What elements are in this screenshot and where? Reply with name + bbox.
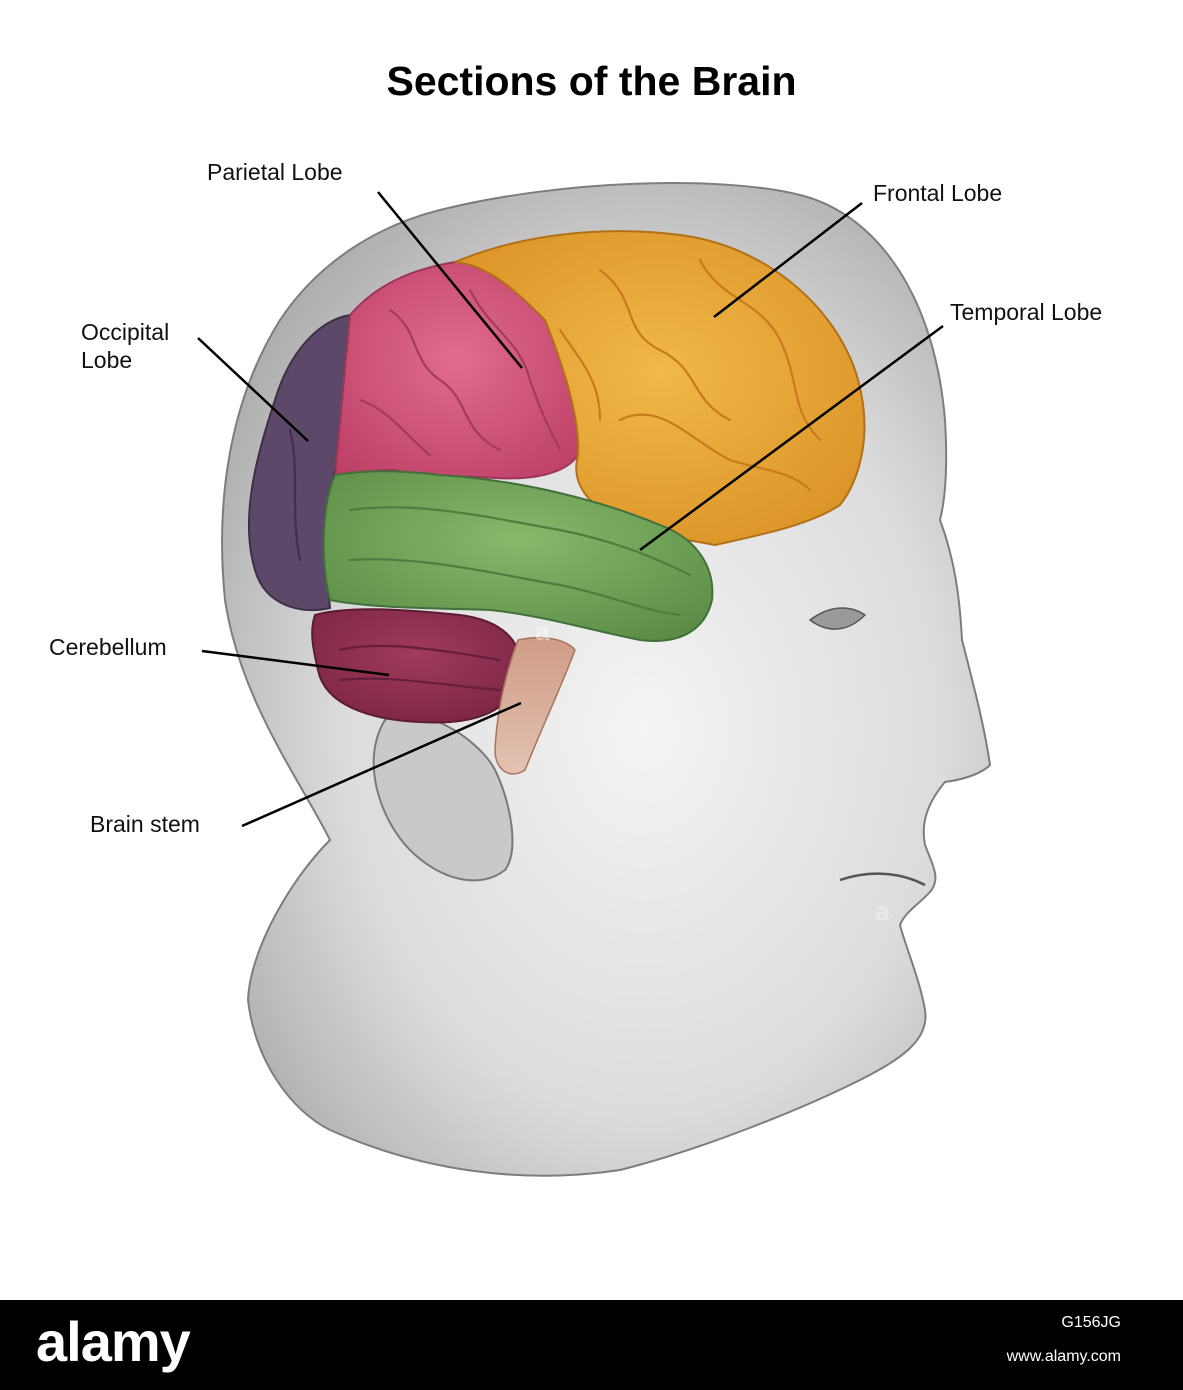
label-frontal-lobe: Frontal Lobe: [873, 180, 1003, 206]
diagram-title: Sections of the Brain: [386, 58, 797, 104]
cerebellum-leader: [201, 649, 390, 677]
eye: [808, 607, 867, 630]
ear: [372, 713, 514, 882]
head-illustration: [197, 182, 992, 1177]
brain-folds: [288, 258, 822, 692]
brain-stem: [494, 637, 576, 775]
leader-lines: [197, 191, 944, 828]
frontal-lobe: [454, 230, 866, 547]
site-url: www.alamy.com: [1006, 1348, 1121, 1365]
label-occipital-lobe-line2: Lobe: [81, 347, 133, 373]
temporal-leader: [639, 324, 944, 552]
occipital-leader: [197, 337, 309, 442]
alamy-logo: alamy: [36, 1310, 191, 1373]
mouth: [839, 872, 926, 887]
parietal-leader: [377, 191, 523, 369]
label-occipital-lobe-line1: Occipital: [81, 319, 170, 345]
label-cerebellum: Cerebellum: [49, 634, 167, 660]
label-temporal-lobe: Temporal Lobe: [950, 299, 1103, 325]
stock-footer-bar: alamy G156JG www.alamy.com: [0, 1300, 1183, 1390]
image-id: G156JG: [1061, 1314, 1121, 1331]
brain-stem-leader: [241, 701, 522, 828]
diagram-canvas: a a Sections of the Brain Parietal Lobe …: [49, 58, 1103, 1177]
label-brain-stem: Brain stem: [90, 811, 200, 837]
frontal-leader: [713, 202, 863, 318]
label-parietal-lobe: Parietal Lobe: [207, 159, 343, 185]
